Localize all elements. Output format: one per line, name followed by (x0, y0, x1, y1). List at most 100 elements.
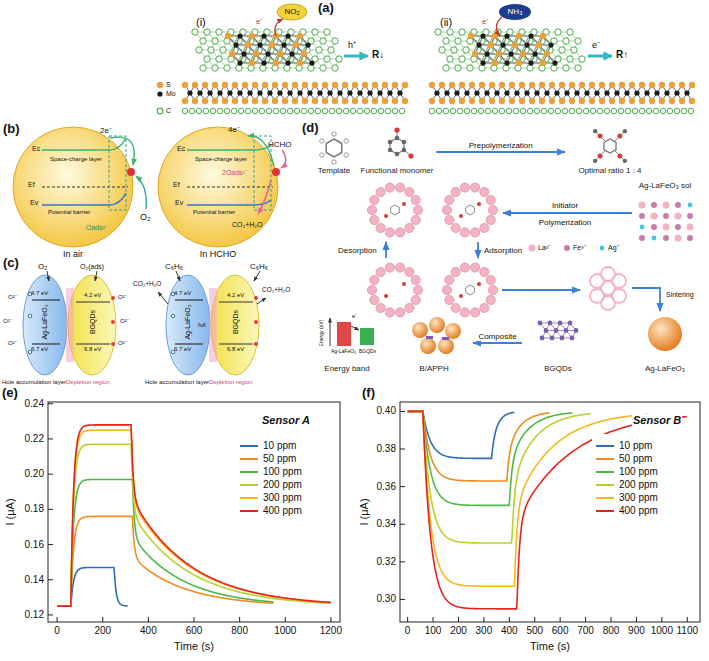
tick-label: 0.30 (377, 594, 396, 606)
sulfur-atom (519, 82, 525, 88)
response-curve (57, 430, 331, 606)
lanthanum-ion (396, 228, 405, 237)
carbon-atom (590, 108, 596, 114)
oxygen-atom (459, 214, 463, 218)
molybdenum-atom (544, 90, 549, 95)
band-bar (337, 322, 351, 346)
lanthanum-ion (370, 195, 379, 204)
molybdenum-atom (548, 42, 553, 47)
lanthanum-ion (411, 275, 420, 284)
oxygen-atom (459, 294, 463, 298)
hydrogen-atom (320, 153, 324, 157)
resistance-arrow (344, 55, 368, 58)
sulfur-atom (382, 82, 388, 88)
tick-mark (330, 617, 331, 622)
tick-label: 0.20 (25, 468, 44, 480)
sulfur-atom (549, 82, 555, 88)
molybdenum-atom (237, 60, 242, 65)
carbon-atom (464, 108, 470, 114)
stage-label: Functional monomer (361, 166, 434, 175)
sulfur-atom (232, 98, 238, 104)
carbon-atom (236, 65, 242, 71)
annotation-label: Space-charge layer (195, 156, 247, 163)
stage-label: Energy band (324, 364, 369, 373)
sulfur-atom (689, 82, 695, 88)
sol-ion (675, 202, 681, 208)
sulfur-atom (232, 82, 238, 88)
annotation-label: R↑ (616, 49, 628, 61)
sulfur-atom (659, 98, 665, 104)
sulfur-atom (529, 98, 535, 104)
arrow (47, 271, 49, 281)
sulfur-atom (539, 98, 545, 104)
sol-stage: Ag-LaFeO₃ sol (625, 180, 705, 242)
annotation-label: Initiator (552, 201, 578, 210)
conduction-band (187, 145, 271, 150)
annotation-label: O²⁻ (118, 340, 127, 347)
monomer-stage: Functional monomer (358, 128, 437, 176)
arrow (351, 326, 359, 330)
annotation-label: BGQDs (359, 349, 376, 355)
sulfur-atom (569, 98, 575, 104)
legend-text: S (166, 81, 171, 89)
legend-text: 50 ppm (618, 453, 653, 465)
lanthanum-ion (451, 187, 460, 196)
sulfur-atom (589, 82, 595, 88)
stage-label: Ag-LaFeO₃ (645, 364, 685, 373)
molybdenum-atom (614, 90, 619, 95)
lanthanum-ion (460, 263, 469, 272)
arrow (503, 212, 632, 214)
sulfur-atom (301, 51, 307, 57)
legend-ground (236, 434, 304, 516)
annotation-label: Adsorption (484, 246, 522, 255)
sulfur-atom (544, 51, 550, 57)
carbon-atom (324, 56, 330, 62)
lanthanum-ion (471, 308, 480, 317)
tick-label: 0.32 (377, 556, 396, 568)
lanthanum-ion (486, 195, 495, 204)
lanthanum-ion (486, 215, 495, 224)
ag-lafeo3-grain (166, 275, 210, 375)
sol-ion (652, 236, 657, 241)
lanthanum-ion (445, 215, 454, 224)
sol-ion (662, 223, 669, 230)
process-arrow (436, 151, 565, 153)
carbon-atom (534, 108, 540, 114)
carbon-atom (224, 108, 230, 114)
carbon-atom (459, 56, 465, 62)
sulfur-atom (569, 82, 575, 88)
carbon-atom (192, 29, 198, 35)
carbon-atom (329, 108, 335, 114)
oxygen-atom (477, 202, 481, 206)
sol-ion (688, 203, 693, 208)
molybdenum-atom (327, 90, 332, 95)
stage-label: Optimal ratio 1 : 4 (578, 166, 641, 175)
sulfur-atom (519, 98, 525, 104)
legend-text: 100 ppm (618, 466, 659, 478)
molybdenum-atom (552, 60, 557, 65)
sulfur-atom (312, 82, 318, 88)
lanthanum-ion (370, 215, 379, 224)
carbon-atom (301, 108, 307, 114)
lanthanum-ion (396, 183, 405, 192)
sulfur-atom (619, 98, 625, 104)
carbon-atom (399, 108, 405, 114)
sulfur-atom (362, 98, 368, 104)
annotation-label: Ef (173, 181, 180, 189)
conduction-band (42, 138, 126, 150)
molybdenum-atom (594, 90, 599, 95)
sol-ion (638, 201, 645, 208)
molybdenum-atom (534, 90, 539, 95)
tick-mark (400, 561, 405, 562)
annotation-label: CO₂+H₂O (133, 280, 161, 287)
sensor-chart (400, 402, 700, 622)
molybdenum-atom (237, 33, 242, 38)
legend-text: La³⁺ (538, 244, 550, 252)
annotation-label: NO₂ (284, 7, 299, 16)
panel-letter: (c) (3, 256, 19, 271)
sol-ion (651, 202, 657, 208)
annotation-label: NH₃ (508, 7, 523, 16)
legend-text: 200 ppm (618, 479, 659, 491)
sulfur-atom (293, 42, 299, 48)
legend-swatch (240, 510, 258, 512)
